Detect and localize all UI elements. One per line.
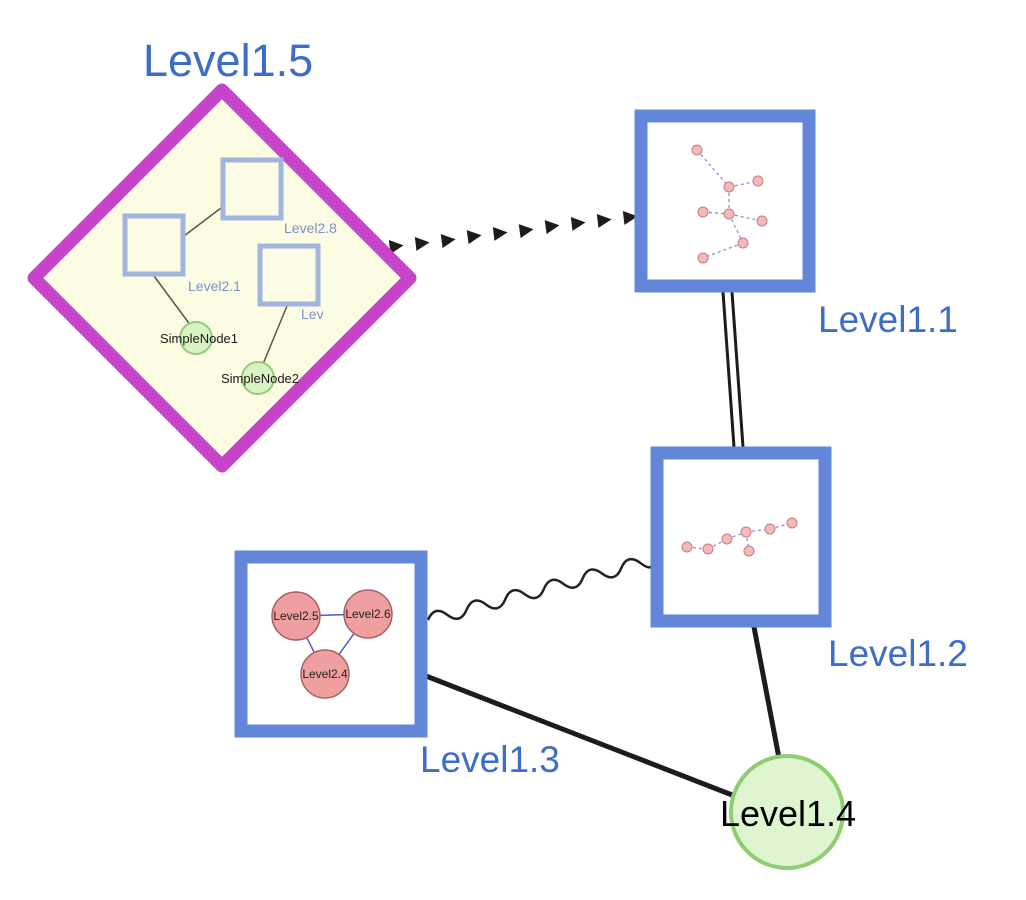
mini-node[interactable] [697, 252, 709, 264]
edge-level1-1-to-level1-2[interactable] [721, 291, 745, 448]
node-simplenode1[interactable] [179, 321, 213, 355]
node-level2-8[interactable] [220, 157, 284, 221]
mini-node[interactable] [723, 208, 735, 220]
mini-node[interactable] [697, 206, 709, 218]
mini-node[interactable] [752, 175, 764, 187]
mini-node[interactable] [723, 181, 735, 193]
edge-level1-5-to-level1-1[interactable] [388, 211, 638, 254]
node-level2-4-label: Level2.4 [302, 667, 348, 681]
mini-node[interactable] [786, 517, 798, 529]
node-lev[interactable] [257, 243, 321, 307]
node-level1-2-label: Level1.2 [828, 633, 968, 674]
mini-node[interactable] [740, 526, 752, 538]
mini-node[interactable] [737, 237, 749, 249]
edge-lev-to-simplenode2 [262, 305, 288, 365]
node-level1-5[interactable]: Level2.1 Level2.8 Lev SimpleNode1 Simple… [27, 83, 417, 473]
mini-node[interactable] [691, 144, 703, 156]
mini-node[interactable] [743, 545, 755, 557]
node-level2-6-label: Level2.6 [345, 607, 391, 621]
mini-node[interactable] [756, 215, 768, 227]
node-simplenode2-label: SimpleNode2 [221, 371, 299, 386]
edge-level1-3-to-level1-2[interactable] [426, 554, 654, 627]
node-simplenode1-label: SimpleNode1 [160, 331, 238, 346]
node-level1-3-frame[interactable] [234, 550, 428, 738]
node-level2-5[interactable] [271, 591, 321, 641]
node-level1-3[interactable]: Level2.5 Level2.6 Level2.4 [234, 550, 428, 738]
node-level1-1-label: Level1.1 [818, 299, 958, 340]
labels-layer: Level1.5 Level1.1 Level1.2 Level1.3 Leve… [143, 35, 968, 834]
edge-level2-1-to-level2-8 [183, 207, 222, 237]
mini-node[interactable] [721, 533, 733, 545]
node-level1-1[interactable] [634, 109, 816, 293]
mini-node[interactable] [702, 543, 714, 555]
edges-layer [388, 211, 782, 803]
mini-node[interactable] [764, 523, 776, 535]
node-level2-4[interactable] [300, 649, 350, 699]
edge-level1-3-to-level1-4[interactable] [425, 673, 746, 803]
node-level1-2-subgraph [681, 517, 798, 557]
mini-node[interactable] [681, 541, 693, 553]
node-level2-6[interactable] [343, 589, 393, 639]
node-level1-2[interactable] [650, 446, 832, 628]
node-level2-5-label: Level2.5 [273, 609, 319, 623]
node-level1-1-frame[interactable] [634, 109, 816, 293]
node-level1-3-subgraph: Level2.5 Level2.6 Level2.4 [271, 589, 393, 699]
node-level2-8-label: Level2.8 [284, 220, 337, 236]
node-level1-5-label: Level1.5 [143, 35, 313, 86]
node-level1-4-label: Level1.4 [720, 793, 856, 834]
node-simplenode2[interactable] [241, 361, 275, 395]
node-level2-1-label: Level2.1 [188, 278, 241, 294]
edge-level1-2-to-level1-4[interactable] [751, 626, 782, 759]
node-level1-1-subgraph [691, 144, 768, 264]
node-level1-2-frame[interactable] [650, 446, 832, 628]
node-lev-label: Lev [301, 306, 324, 322]
diamond-shape[interactable] [27, 83, 417, 473]
node-level1-3-label: Level1.3 [420, 739, 560, 780]
node-level1-4[interactable] [729, 754, 845, 870]
edge-level2-1-to-simplenode1 [153, 275, 192, 327]
node-level2-1[interactable] [122, 213, 186, 277]
